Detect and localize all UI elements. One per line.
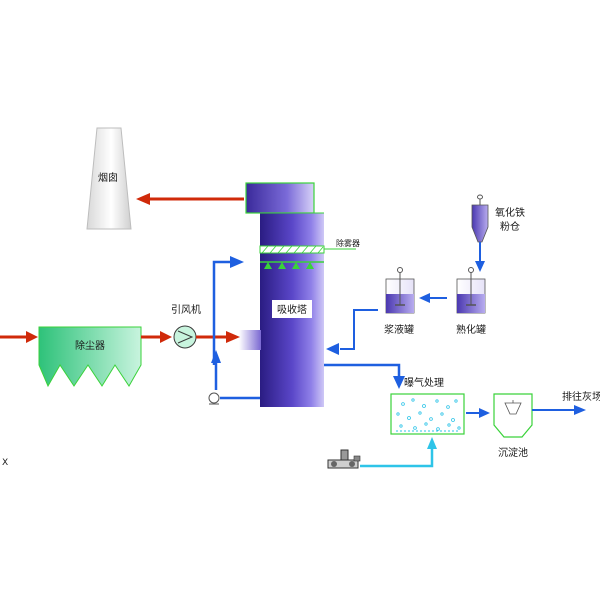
chimney-label: 烟囱 (98, 171, 118, 184)
gas-to-fan-arrow (141, 331, 172, 343)
aeration-blower (327, 449, 361, 469)
aeration-to-sedimentation-arrow (466, 408, 490, 418)
discharge-arrow: 排往灰场 (532, 390, 600, 415)
absorber-to-aeration-line (324, 363, 405, 389)
circulation-loop (212, 260, 260, 400)
aeration-bubbles (396, 398, 461, 431)
fan-label: 引风机 (171, 303, 201, 316)
loop-spray-arrow (230, 256, 244, 268)
edge-mark: X (2, 458, 8, 468)
absorber-label-bg (272, 300, 312, 318)
sedimentation-tank: 沉淀池 (493, 393, 533, 459)
curing-tank: 熟化罐 (456, 267, 486, 336)
induced-draft-fan: 引风机 (171, 303, 201, 349)
tower-gas-inlet (239, 330, 261, 350)
pump-icon (208, 392, 220, 404)
flue-gas-inlet-arrow (0, 331, 38, 343)
flue-gas-to-chimney-arrow (136, 193, 244, 205)
curing-to-slurry-arrow (419, 293, 447, 303)
absorber-label: 吸收塔 (277, 303, 307, 316)
iron-oxide-silo-label: 氧化铁 (495, 206, 525, 219)
circulation-pump (208, 392, 220, 405)
demister-label: 除雾器 (336, 238, 360, 248)
silo-feed-arrow (475, 242, 485, 272)
curing-tank-label: 熟化罐 (456, 323, 486, 336)
dust-collector-label: 除尘器 (75, 339, 105, 352)
aeration-basin: 曝气处理 (390, 376, 465, 435)
aeration-label: 曝气处理 (404, 376, 444, 389)
discharge-label: 排往灰场 (562, 390, 600, 403)
slurry-to-absorber-line (326, 309, 378, 355)
slurry-tank-label: 浆液罐 (384, 323, 414, 336)
tower-top-outlet (245, 182, 315, 214)
slurry-tank: 浆液罐 (384, 267, 415, 336)
iron-oxide-silo-label-2: 粉仓 (500, 220, 520, 233)
iron-oxide-silo: 氧化铁 粉仓 (471, 194, 525, 243)
gas-to-absorber-arrow (196, 331, 240, 343)
demister-layer (259, 245, 325, 254)
sedimentation-label: 沉淀池 (498, 446, 528, 459)
dust-collector: 除尘器 (38, 326, 142, 388)
spray-nozzles (264, 262, 314, 269)
absorber-tower: 除雾器 吸收塔 (239, 182, 360, 407)
air-supply-line (360, 437, 437, 468)
loop-up-arrow (211, 350, 221, 363)
chimney: 烟囱 (86, 127, 132, 230)
